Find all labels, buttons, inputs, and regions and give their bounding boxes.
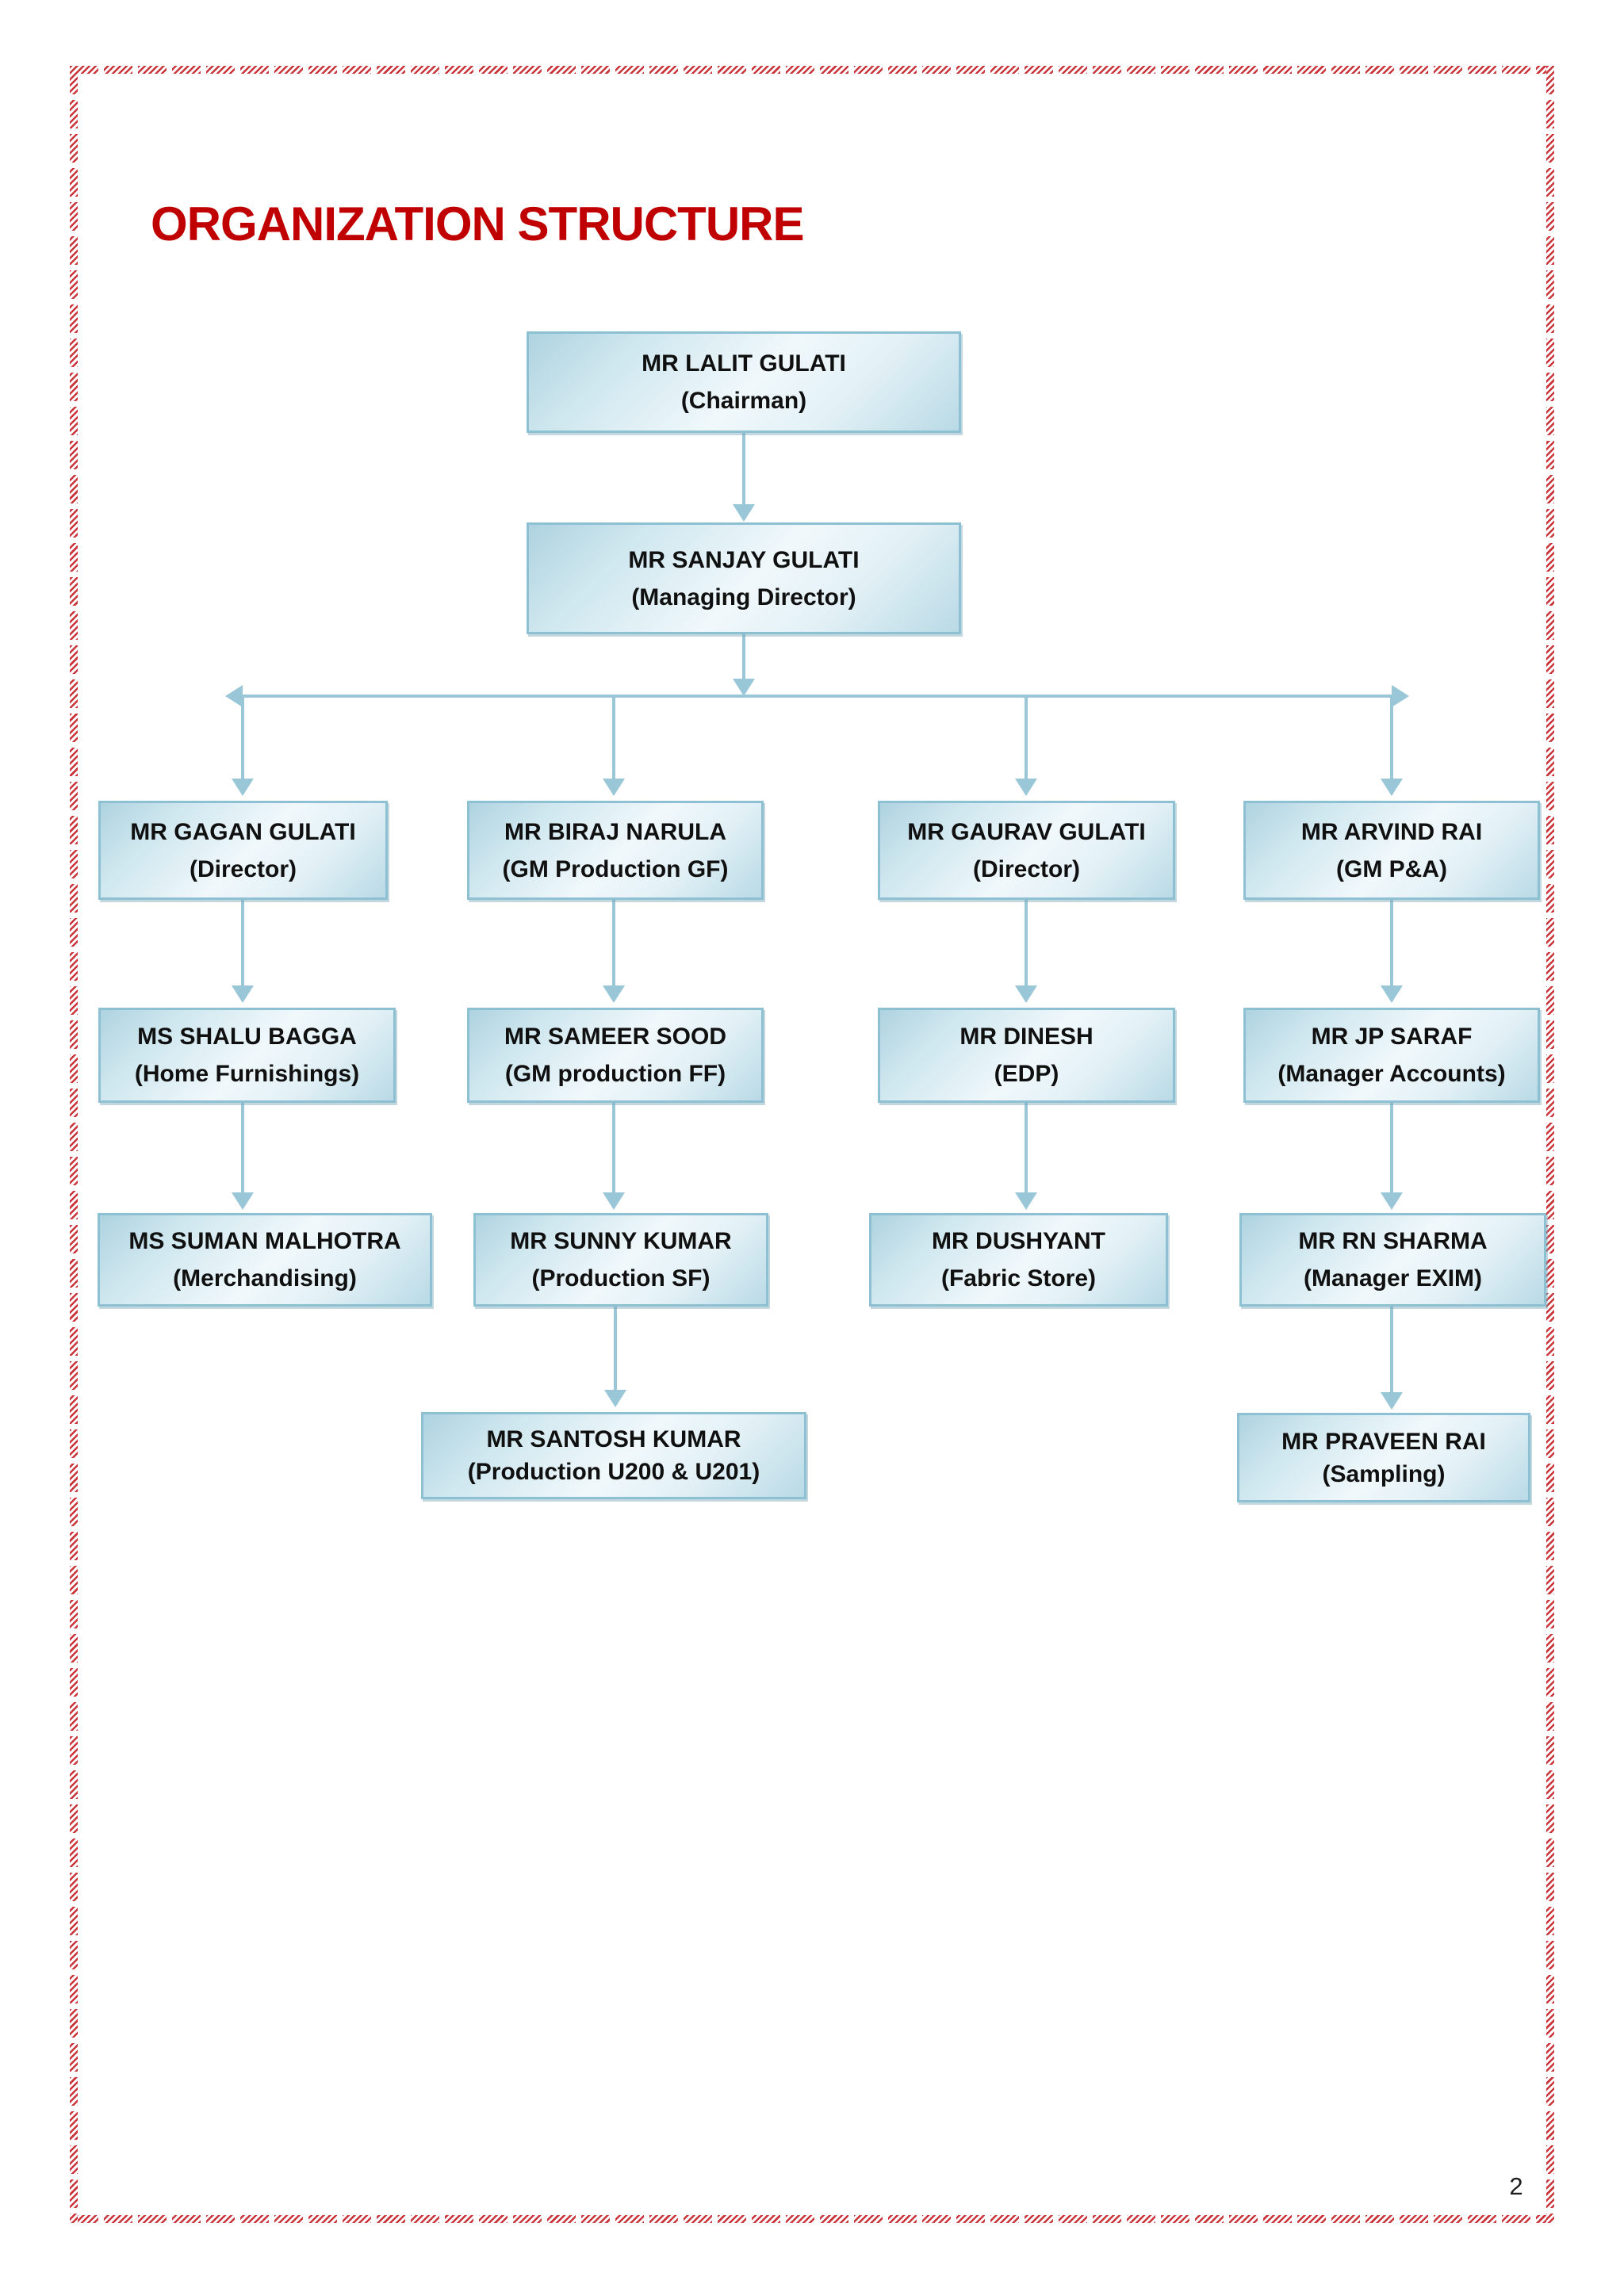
arrowhead-shalu-suman: [232, 1192, 254, 1210]
person-role: (Managing Director): [631, 584, 856, 610]
person-name: MR GAGAN GULATI: [130, 818, 356, 845]
page-border-left: [70, 66, 78, 2223]
connector-sameer-sunny-line: [612, 1103, 615, 1194]
connector-bus-line: [243, 695, 1392, 698]
org-node-sunny-kumar: MR SUNNY KUMAR (Production SF): [473, 1213, 768, 1307]
arrowhead-dinesh-dushyant: [1015, 1192, 1037, 1210]
arrowhead-gaurav-dinesh: [1015, 985, 1037, 1003]
arrowhead-biraj-sameer: [603, 985, 625, 1003]
person-role: (Merchandising): [173, 1265, 357, 1292]
org-node-jp-saraf: MR JP SARAF (Manager Accounts): [1243, 1008, 1540, 1103]
org-node-gagan-gulati: MR GAGAN GULATI (Director): [98, 801, 388, 900]
connector-bus-gagan-line: [241, 696, 244, 780]
person-role: (GM P&A): [1336, 855, 1447, 882]
org-node-chairman: MR LALIT GULATI (Chairman): [527, 331, 961, 433]
arrowhead-gagan-shalu: [232, 985, 254, 1003]
org-node-biraj-narula: MR BIRAJ NARULA (GM Production GF): [467, 801, 764, 900]
arrowhead-sameer-sunny: [603, 1192, 625, 1210]
person-role: (Director): [972, 855, 1080, 882]
person-role: (Production SF): [531, 1265, 710, 1292]
arrowhead-rn-praveen: [1381, 1392, 1403, 1410]
person-role: (Director): [189, 855, 297, 882]
connector-gaurav-dinesh-line: [1025, 900, 1028, 987]
arrowhead-bus-arvind: [1381, 779, 1403, 796]
connector-bus-gaurav-line: [1025, 696, 1028, 780]
org-node-rn-sharma: MR RN SHARMA (Manager EXIM): [1239, 1213, 1546, 1307]
person-name: MR SUNNY KUMAR: [510, 1228, 732, 1254]
org-node-santosh-kumar: MR SANTOSH KUMAR (Production U200 & U201…: [421, 1412, 806, 1499]
arrowhead-bus-left: [225, 685, 243, 707]
org-node-shalu-bagga: MS SHALU BAGGA (Home Furnishings): [98, 1008, 396, 1103]
connector-bus-biraj-line: [612, 696, 615, 780]
connector-sunny-santosh-line: [614, 1307, 617, 1391]
person-name: MR SANJAY GULATI: [628, 546, 860, 573]
org-node-managing-director: MR SANJAY GULATI (Managing Director): [527, 522, 961, 634]
connector-jp-rn-line: [1390, 1103, 1393, 1194]
person-role: (Sampling): [1322, 1460, 1446, 1487]
person-name: MS SHALU BAGGA: [137, 1024, 357, 1050]
org-node-dinesh: MR DINESH (EDP): [878, 1008, 1175, 1103]
arrowhead-arvind-jp: [1381, 985, 1403, 1003]
person-name: MR PRAVEEN RAI: [1281, 1428, 1486, 1455]
person-role: (EDP): [994, 1061, 1059, 1087]
person-role: (Manager Accounts): [1277, 1061, 1506, 1087]
arrowhead-sunny-santosh: [604, 1390, 626, 1407]
person-name: MR SANTOSH KUMAR: [486, 1426, 741, 1452]
connector-md-bus-line: [742, 634, 745, 680]
arrowhead-bus-right: [1392, 685, 1409, 707]
person-role: (Manager EXIM): [1303, 1265, 1483, 1292]
person-role: (GM Production GF): [502, 855, 729, 882]
org-node-suman-malhotra: MS SUMAN MALHOTRA (Merchandising): [98, 1213, 432, 1307]
connector-gagan-shalu-line: [241, 900, 244, 987]
person-name: MR GAURAV GULATI: [907, 818, 1146, 845]
arrowhead-jp-rn: [1381, 1192, 1403, 1210]
page-border-right: [1546, 66, 1554, 2223]
page-border-bottom: [70, 2215, 1554, 2223]
connector-chairman-md-line: [742, 433, 745, 506]
connector-shalu-suman-line: [241, 1103, 244, 1194]
person-name: MR LALIT GULATI: [642, 350, 846, 377]
org-node-gaurav-gulati: MR GAURAV GULATI (Director): [878, 801, 1175, 900]
person-name: MR DUSHYANT: [932, 1228, 1105, 1254]
person-role: (Home Furnishings): [134, 1061, 360, 1087]
person-name: MR RN SHARMA: [1298, 1228, 1488, 1254]
person-role: (Chairman): [680, 388, 807, 414]
connector-bus-arvind-line: [1390, 696, 1393, 780]
person-name: MR ARVIND RAI: [1300, 818, 1483, 845]
connector-biraj-sameer-line: [612, 900, 615, 987]
connector-dinesh-dushyant-line: [1025, 1103, 1028, 1194]
page-number: 2: [1509, 2172, 1523, 2200]
person-name: MR JP SARAF: [1311, 1024, 1473, 1050]
org-node-sameer-sood: MR SAMEER SOOD (GM production FF): [467, 1008, 764, 1103]
person-role: (GM production FF): [504, 1061, 726, 1087]
connector-rn-praveen-line: [1390, 1307, 1393, 1394]
connector-arvind-jp-line: [1390, 900, 1393, 987]
person-name: MR SAMEER SOOD: [504, 1024, 727, 1050]
arrowhead-bus-biraj: [603, 779, 625, 796]
person-name: MS SUMAN MALHOTRA: [128, 1228, 401, 1254]
page-border-top: [70, 66, 1554, 74]
person-name: MR BIRAJ NARULA: [504, 818, 726, 845]
page-title: ORGANIZATION STRUCTURE: [151, 197, 805, 251]
org-node-arvind-rai: MR ARVIND RAI (GM P&A): [1243, 801, 1540, 900]
org-node-praveen-rai: MR PRAVEEN RAI (Sampling): [1237, 1413, 1530, 1502]
arrowhead-md-bus: [733, 679, 755, 696]
person-role: (Fabric Store): [940, 1265, 1097, 1292]
arrowhead-bus-gaurav: [1015, 779, 1037, 796]
arrowhead-chairman-md: [733, 504, 755, 522]
person-name: MR DINESH: [959, 1024, 1094, 1050]
org-node-dushyant: MR DUSHYANT (Fabric Store): [869, 1213, 1168, 1307]
arrowhead-bus-gagan: [232, 779, 254, 796]
person-role: (Production U200 & U201): [467, 1459, 760, 1485]
